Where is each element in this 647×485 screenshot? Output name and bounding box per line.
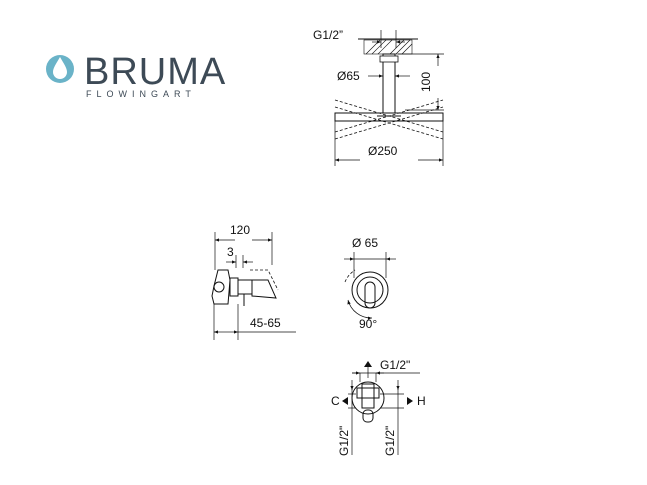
height-label: 100 [419, 72, 433, 92]
cold-label: C [331, 394, 340, 408]
water-drop-inner [53, 57, 67, 79]
mixer-body-side [211, 269, 231, 305]
ceiling-arm [382, 53, 396, 117]
side-view: 120 3 45-65 [211, 223, 296, 340]
rotation-label: 90° [359, 317, 377, 331]
head-diameter-label: Ø250 [368, 144, 398, 158]
bottom-right-thread-label: G1/2" [383, 426, 397, 456]
hot-label: H [417, 394, 426, 408]
thread-label: G1/2” [313, 28, 343, 42]
brand-tagline: FLOWINGART [86, 89, 196, 99]
brand-name: BRUMA [84, 51, 226, 93]
offset-label: 3 [227, 245, 234, 259]
shower-head [334, 112, 444, 122]
front-view: Ø 65 90° [344, 236, 396, 331]
brand-logo: BRUMA FLOWINGART [46, 51, 226, 99]
front-diameter-label: Ø 65 [352, 236, 378, 250]
width-label: 120 [230, 223, 250, 237]
shower-head-view: G1/2” Ø65 100 Ø250 [313, 28, 444, 166]
depth-label: 45-65 [250, 316, 281, 330]
mixer-lever [364, 281, 376, 309]
bottom-left-thread-label: G1/2" [337, 426, 351, 456]
valve-view: G1/2" C H G1/2" G1/2" [331, 358, 426, 456]
valve-top-thread-label: G1/2" [380, 358, 410, 372]
arm-diameter-label: Ø65 [337, 69, 360, 83]
